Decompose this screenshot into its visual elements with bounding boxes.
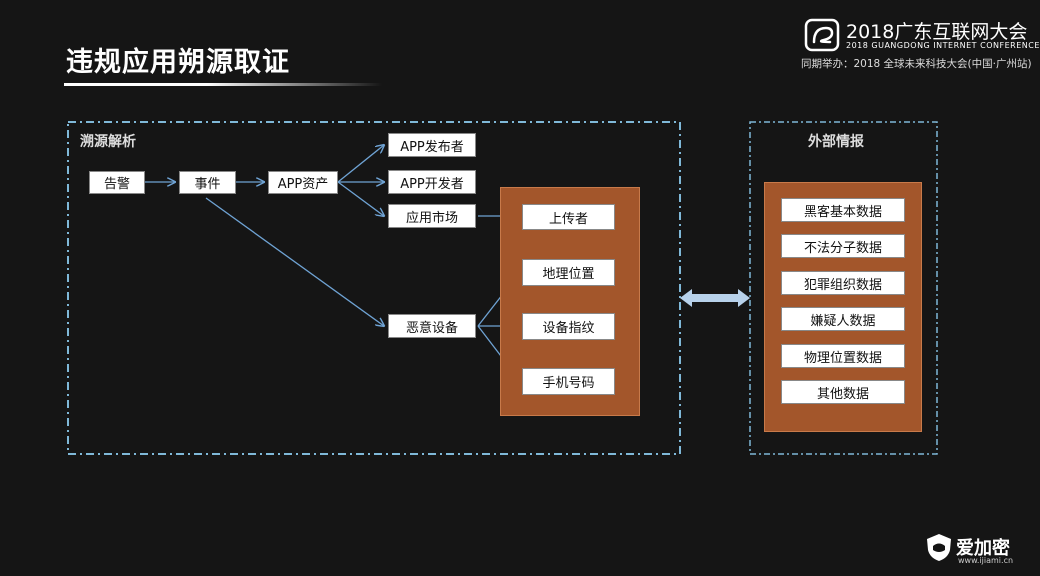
evidence-location: 地理位置 [522,259,615,286]
intel-item: 不法分子数据 [781,234,905,258]
double-arrow-icon [680,289,750,307]
intel-item: 黑客基本数据 [781,198,905,222]
page-title: 违规应用朔源取证 [66,47,290,78]
intel-item: 其他数据 [781,380,905,404]
node-malicious-device: 恶意设备 [388,314,476,338]
title-underline [64,83,382,86]
evidence-uploader: 上传者 [522,204,615,230]
node-alert: 告警 [89,171,145,194]
node-app-market: 应用市场 [388,204,476,228]
arrow-event-device [205,197,384,326]
intel-item: 物理位置数据 [781,344,905,368]
conference-name: 2018广东互联网大会 [846,21,1028,43]
conference-name-en: 2018 GUANGDONG INTERNET CONFERENCE [846,41,1040,50]
trace-section-border [67,121,681,455]
intel-section-label: 外部情报 [808,134,864,150]
node-event: 事件 [179,171,236,194]
trace-section-label: 溯源解析 [80,134,136,150]
intel-section-border [749,121,938,455]
node-app-developer: APP开发者 [388,170,476,194]
arrow-asset-market [337,181,384,216]
brand-name: 爱加密 [956,538,1010,559]
brand-url: www.ijiami.cn [958,556,1014,565]
node-app-publisher: APP发布者 [388,133,476,157]
node-app-asset: APP资产 [268,171,338,194]
evidence-device-fingerprint: 设备指纹 [522,313,615,340]
evidence-phone-number: 手机号码 [522,368,615,395]
shield-icon [927,534,951,561]
arrow-asset-publisher [337,145,384,183]
intel-item: 犯罪组织数据 [781,271,905,295]
intel-item: 嫌疑人数据 [781,307,905,331]
conference-subtitle: 同期举办：2018 全球未来科技大会(中国·广州站) [801,58,1032,70]
conference-logo-icon [804,18,840,52]
